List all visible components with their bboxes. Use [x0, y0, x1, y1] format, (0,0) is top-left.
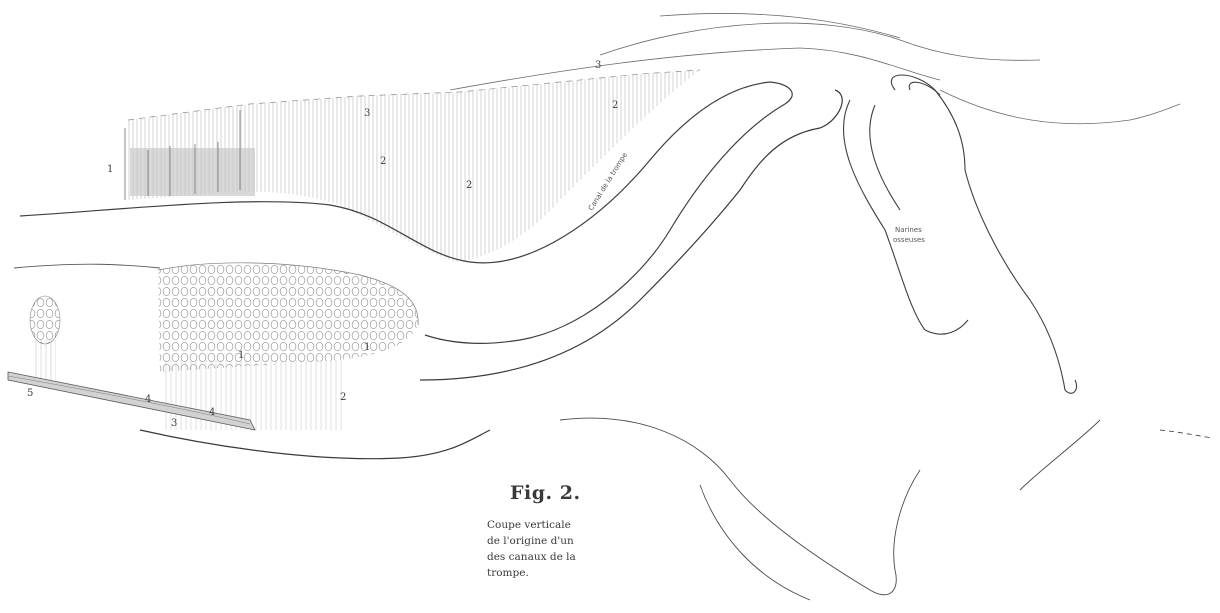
figure-title: Fig. 2. [510, 482, 581, 504]
label-5: 5 [27, 388, 33, 399]
label-3-bottom: 3 [171, 418, 177, 429]
label-narines-line1: Narines [895, 226, 922, 234]
label-1-left: 1 [107, 164, 113, 175]
label-1-right: 1 [364, 342, 370, 353]
label-2-left: 2 [380, 156, 386, 167]
cellular-mass [14, 263, 418, 430]
label-2-lower: 2 [340, 392, 346, 403]
label-3-top: 3 [595, 60, 601, 71]
label-4-a: 4 [145, 394, 151, 405]
label-4-b: 4 [209, 407, 215, 418]
label-narines-line2: osseuses [893, 236, 925, 244]
label-2-top: 2 [612, 100, 618, 111]
caption-line: des canaux de la [487, 549, 627, 565]
bony-nostrils [843, 75, 1076, 393]
figure-caption: Coupe verticale de l'origine d'un des ca… [487, 517, 627, 581]
caption-line: de l'origine d'un [487, 533, 627, 549]
label-2-center: 2 [466, 180, 472, 191]
caption-line: Coupe verticale [487, 517, 627, 533]
label-3-left: 3 [364, 108, 370, 119]
lower-right-contour [560, 418, 1212, 600]
caption-line: trompe. [487, 565, 627, 581]
label-1-cells: 1 [238, 350, 244, 361]
